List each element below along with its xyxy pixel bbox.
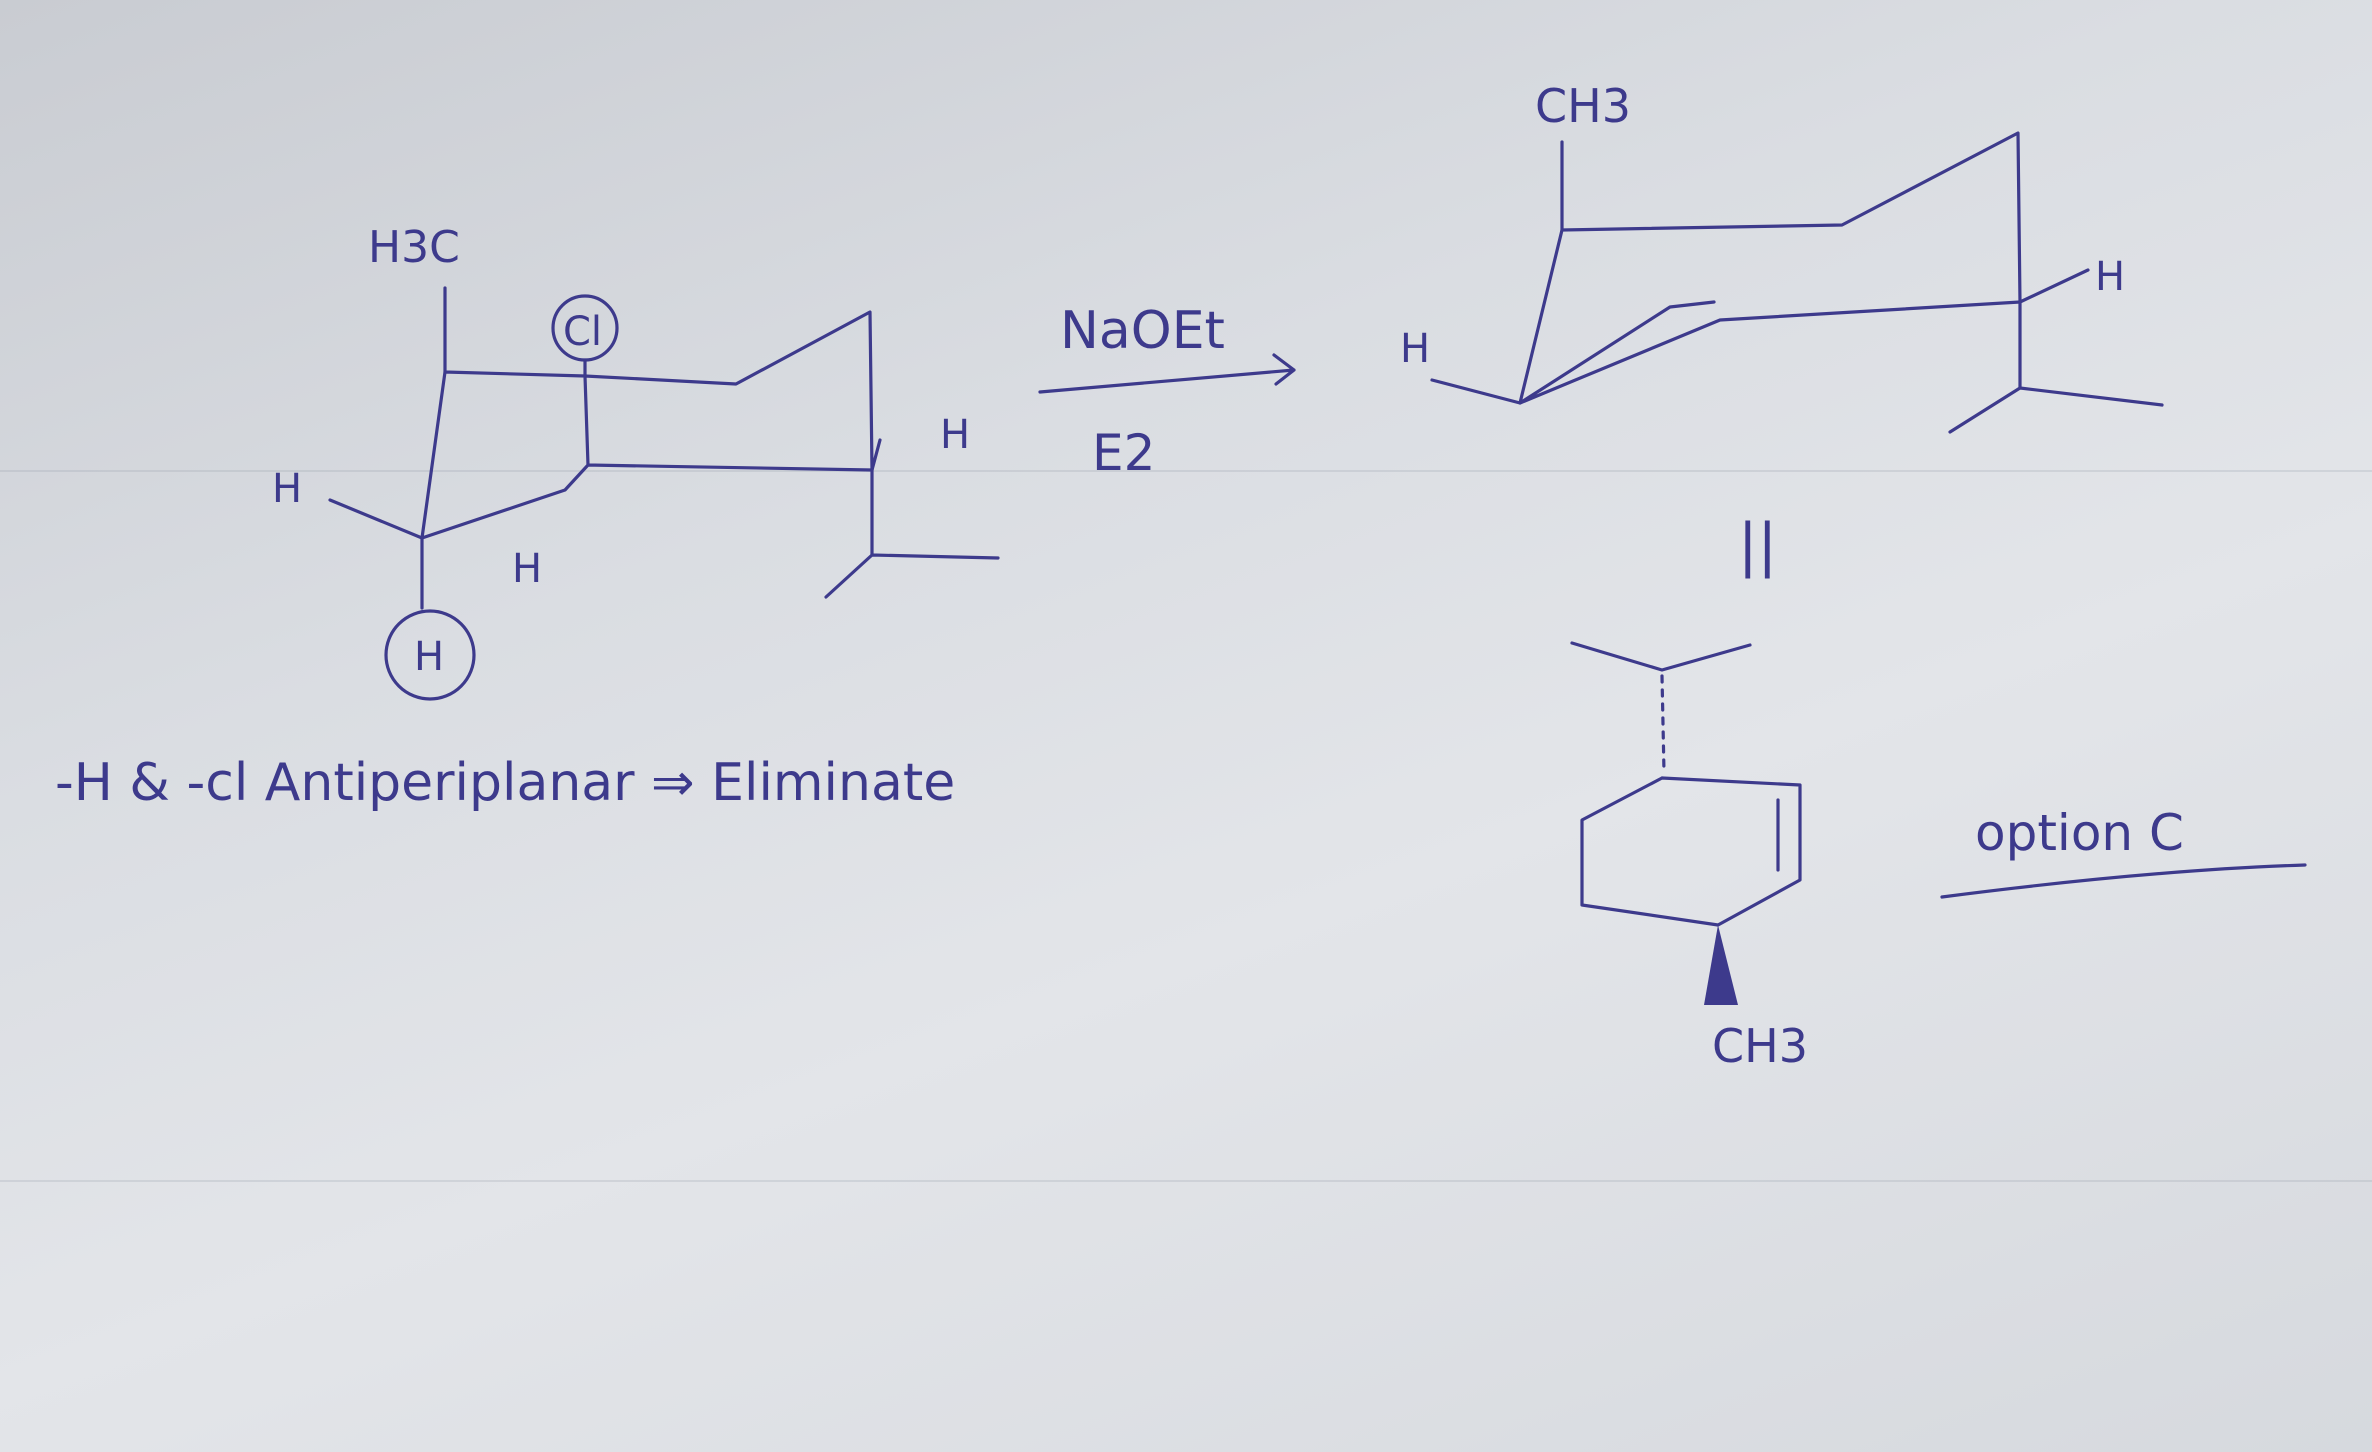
solid-wedge-bond bbox=[1704, 925, 1738, 1005]
reactant-chair: H3C Cl H H H H bbox=[272, 222, 1000, 701]
arrow-line bbox=[1038, 353, 1296, 394]
product-ring-bonds bbox=[1518, 131, 2022, 405]
h-left-bond bbox=[328, 498, 424, 540]
cl-circle bbox=[551, 294, 619, 362]
h-right-label: H bbox=[940, 412, 970, 458]
antiperiplanar-note: -H & -cl Antiperiplanar ⇒ Eliminate bbox=[55, 753, 955, 813]
reagent-label: NaOEt bbox=[1060, 301, 1225, 361]
equivalence-sign: || bbox=[1738, 511, 1777, 579]
product-methyl-label: CH3 bbox=[1535, 79, 1631, 133]
product-h-left-label: H bbox=[1400, 326, 1430, 372]
h-inner-label: H bbox=[512, 546, 542, 592]
page-rule bbox=[0, 470, 2372, 472]
methyl-label: H3C bbox=[368, 222, 460, 273]
reaction-arrow: NaOEt E2 bbox=[1038, 301, 1296, 482]
product-h-right-bond bbox=[2018, 268, 2090, 304]
flat-methyl-label: CH3 bbox=[1712, 1019, 1808, 1073]
axial-h-circle bbox=[384, 609, 476, 701]
page-rule bbox=[0, 1180, 2372, 1182]
answer-block: option C bbox=[1940, 804, 2307, 899]
answer-label: option C bbox=[1975, 804, 2184, 862]
product-isopropyl-branches bbox=[1948, 386, 2164, 434]
product-flat-ring: CH3 bbox=[1570, 641, 1808, 1073]
chlorine-label: Cl bbox=[563, 309, 602, 355]
mechanism-label: E2 bbox=[1092, 424, 1155, 482]
h-left-label: H bbox=[272, 466, 302, 512]
hashed-wedge-bond bbox=[1660, 674, 1666, 774]
flat-isopropyl-branches bbox=[1570, 641, 1752, 672]
axial-h-label: H bbox=[414, 634, 444, 680]
h-right-bond bbox=[870, 438, 882, 472]
flat-ring-bonds bbox=[1580, 776, 1802, 927]
answer-underline bbox=[1940, 863, 2307, 899]
product-h-right-label: H bbox=[2095, 254, 2125, 300]
chair-ring-bonds bbox=[420, 310, 874, 540]
product-h-left-bond bbox=[1430, 378, 1522, 405]
product-chair: CH3 H H bbox=[1400, 79, 2164, 434]
isopropyl-branches bbox=[824, 553, 1000, 599]
